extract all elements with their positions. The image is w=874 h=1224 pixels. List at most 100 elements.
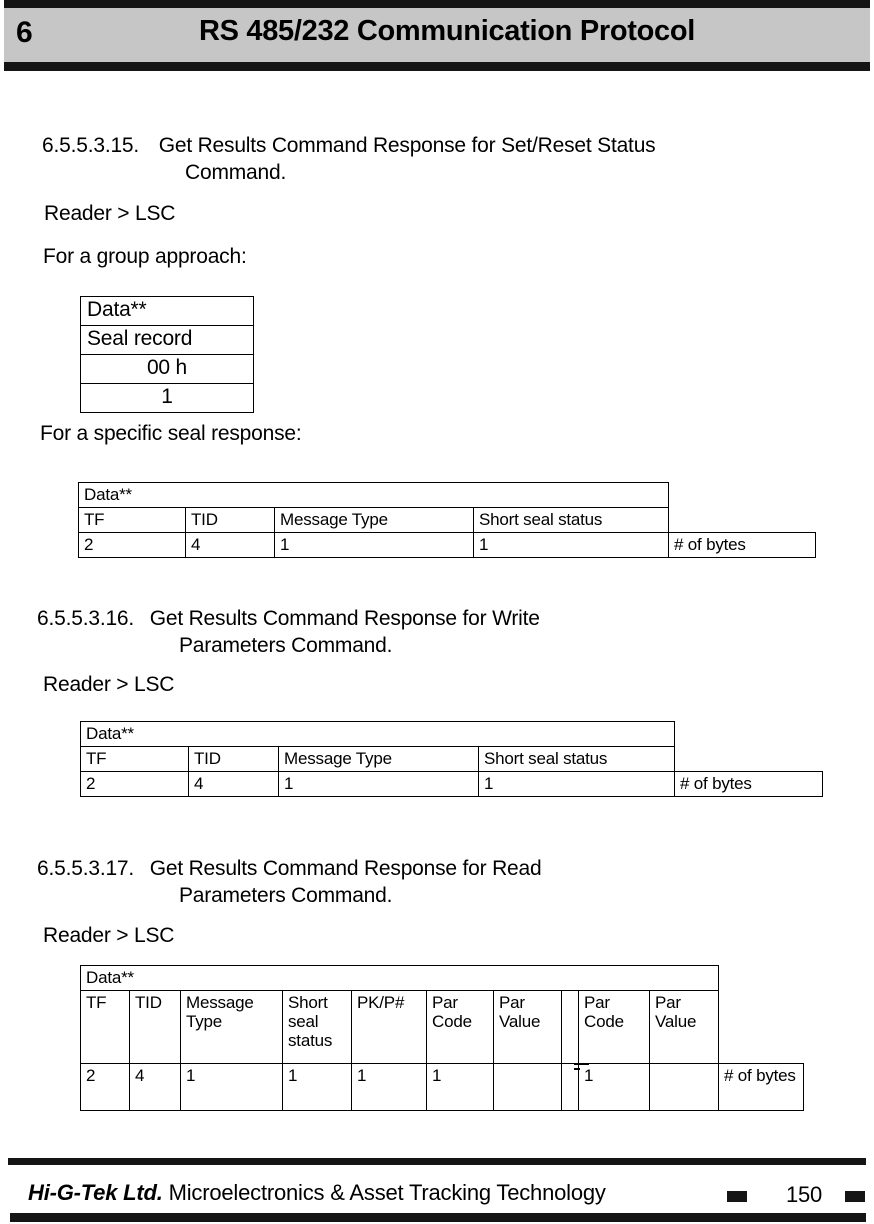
value-tid: 4 [188, 771, 279, 797]
header-short-seal-status: Short seal status [478, 746, 675, 772]
section-title-16-line2: Parameters Command. [179, 634, 393, 657]
footer-page-number: 150 [785, 1182, 823, 1207]
value-tf: 2 [80, 1063, 130, 1111]
value-tid: 4 [185, 532, 275, 558]
table-read-parameters-response: Data** TF TID Message Type Short seal st… [80, 965, 804, 1111]
header-tf: TF [80, 990, 130, 1064]
header-tid: TID [129, 990, 181, 1064]
value-number-of-bytes: # of bytes [668, 532, 816, 558]
table-row: Data** [80, 296, 254, 326]
note-specific-seal: For a specific seal response: [40, 422, 302, 445]
header-par-code-1: Par Code [426, 990, 494, 1064]
value-tf: 2 [78, 532, 186, 558]
footer-square-left-icon [727, 1191, 747, 1202]
cell-caption: Data** [80, 965, 719, 991]
table-row: TF TID Message Type Short seal status PK… [80, 990, 804, 1064]
header-continuation-gap [561, 990, 579, 1064]
section-heading-15: 6.5.5.3.15. Get Results Command Response… [42, 132, 656, 186]
cell-data-label: Data** [80, 296, 254, 326]
value-message-type: 1 [180, 1063, 283, 1111]
value-short-seal-status: 1 [282, 1063, 352, 1111]
value-tf: 2 [80, 771, 189, 797]
value-par-value-n [649, 1063, 719, 1111]
section-title-17-line1: Get Results Command Response for Read [149, 857, 542, 880]
cell-seal-value: 00 h [80, 354, 254, 384]
header-par-code-n: Par Code [578, 990, 650, 1064]
section-number-16: 6.5.5.3.16. [37, 607, 135, 630]
direction-17: Reader > LSC [43, 924, 175, 947]
value-tid: 4 [129, 1063, 181, 1111]
cell-spacer [669, 483, 816, 508]
value-short-seal-status: 1 [478, 771, 675, 797]
footer-text: Hi-G-Tek Ltd. Microelectronics & Asset T… [28, 1180, 606, 1206]
direction-15: Reader > LSC [44, 202, 176, 225]
table-row: 1 [80, 383, 254, 413]
value-message-type: 1 [274, 532, 474, 558]
footer-tagline: Microelectronics & Asset Tracking Techno… [168, 1180, 606, 1205]
header-par-value-n: Par Value [649, 990, 719, 1064]
header-tf: TF [78, 507, 186, 533]
cell-spacer [669, 508, 816, 533]
table-row: Data** [80, 965, 804, 991]
cell-spacer [719, 966, 804, 991]
cell-spacer [719, 991, 804, 1064]
value-par-value-1 [493, 1063, 562, 1111]
continuation-dash-icon [574, 1063, 589, 1065]
continuation-dash-icon-2 [574, 1068, 580, 1070]
header-short-seal-status: Short seal status [473, 507, 669, 533]
table-row: 2 4 1 1 1 1 1 # of bytes [80, 1063, 804, 1111]
value-pk-p-number: 1 [351, 1063, 427, 1111]
page-title: RS 485/232 Communication Protocol [198, 15, 696, 47]
value-number-of-bytes: # of bytes [718, 1063, 804, 1111]
section-heading-16: 6.5.5.3.16. Get Results Command Response… [37, 605, 540, 659]
header-short-seal-status: Short seal status [282, 990, 352, 1064]
header-message-type: Message Type [278, 746, 479, 772]
section-title-16-line1: Get Results Command Response for Write [149, 607, 540, 630]
cell-seal-bytes: 1 [80, 383, 254, 413]
page-footer: Hi-G-Tek Ltd. Microelectronics & Asset T… [8, 1158, 866, 1224]
chapter-number: 6 [16, 16, 33, 49]
header-pk-p-number: PK/P# [351, 990, 427, 1064]
cell-caption: Data** [80, 721, 675, 747]
header-tf: TF [80, 746, 189, 772]
cell-seal-record: Seal record [80, 325, 254, 355]
value-continuation-gap [561, 1063, 579, 1111]
value-number-of-bytes: # of bytes [674, 771, 823, 797]
header-message-type: Message Type [274, 507, 474, 533]
cell-caption: Data** [78, 482, 669, 508]
table-row: 00 h [80, 354, 254, 384]
footer-rule-bottom [10, 1213, 866, 1222]
note-group-approach: For a group approach: [43, 245, 247, 268]
header-rule-bottom [4, 62, 870, 71]
value-par-code-n: 1 [578, 1063, 650, 1111]
header-rule-top [4, 0, 870, 8]
header-tid: TID [188, 746, 279, 772]
footer-rule-top [8, 1158, 866, 1165]
section-title-17-line2: Parameters Command. [179, 884, 393, 907]
table-row: Data** [78, 482, 816, 508]
section-title-15-line2: Command. [185, 161, 287, 184]
direction-16: Reader > LSC [43, 673, 175, 696]
table-group-approach: Data** Seal record 00 h 1 [80, 296, 254, 413]
header-band [4, 8, 870, 62]
cell-spacer [675, 722, 823, 747]
table-row: TF TID Message Type Short seal status [80, 746, 823, 772]
header-message-type: Message Type [180, 990, 283, 1064]
section-number-15: 6.5.5.3.15. [42, 134, 140, 157]
footer-square-right-icon [845, 1191, 865, 1202]
table-row: Data** [80, 721, 823, 747]
cell-spacer [675, 747, 823, 772]
section-title-15-line1: Get Results Command Response for Set/Res… [158, 134, 656, 157]
section-number-17: 6.5.5.3.17. [37, 857, 135, 880]
table-specific-seal-response: Data** TF TID Message Type Short seal st… [78, 482, 816, 558]
section-heading-17: 6.5.5.3.17. Get Results Command Response… [37, 855, 542, 909]
value-short-seal-status: 1 [473, 532, 669, 558]
value-message-type: 1 [278, 771, 479, 797]
page-header: 6 RS 485/232 Communication Protocol [4, 0, 870, 71]
header-par-value-1: Par Value [493, 990, 562, 1064]
table-row: 2 4 1 1 # of bytes [80, 771, 823, 797]
footer-company-name: Hi-G-Tek Ltd. [28, 1180, 163, 1205]
table-row: Seal record [80, 325, 254, 355]
table-row: TF TID Message Type Short seal status [78, 507, 816, 533]
header-tid: TID [185, 507, 275, 533]
